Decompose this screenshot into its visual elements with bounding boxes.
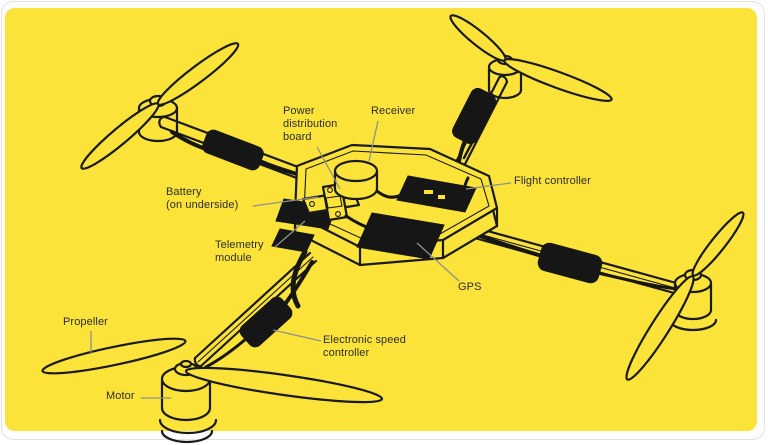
label-gps: GPS — [458, 281, 482, 294]
label-line: GPS — [458, 281, 482, 293]
propeller-bottom-right — [625, 211, 745, 381]
label-line: (on underside) — [166, 199, 239, 211]
label-line: board — [283, 131, 312, 143]
label-electronic-speed-controller: Electronic speed controller — [323, 334, 406, 360]
propeller-top-right — [449, 14, 613, 102]
label-battery: Battery (on underside) — [166, 186, 238, 212]
label-line: Power — [283, 105, 315, 117]
label-line: Motor — [106, 390, 135, 402]
label-power-distribution-board: Power distribution board — [283, 105, 337, 144]
flight-controller-box — [396, 175, 477, 213]
label-line: Battery — [166, 186, 202, 198]
label-line: module — [215, 252, 252, 264]
label-receiver: Receiver — [371, 105, 415, 118]
leader-lines — [90, 120, 512, 399]
propeller-bottom-left — [41, 337, 384, 404]
centre-wiring — [290, 176, 470, 309]
receiver-dome — [333, 159, 379, 201]
label-flight-controller: Flight controller — [514, 175, 591, 188]
label-line: Receiver — [371, 105, 416, 117]
esc-bottom-right — [537, 242, 603, 284]
label-line: controller — [323, 347, 370, 359]
label-motor: Motor — [106, 390, 135, 403]
propeller-top-left — [80, 42, 240, 170]
label-line: Telemetry — [215, 239, 264, 251]
label-line: Flight controller — [514, 175, 591, 187]
label-line: Electronic speed — [323, 334, 406, 346]
label-propeller: Propeller — [63, 316, 108, 329]
label-telemetry-module: Telemetry module — [215, 239, 264, 265]
label-line: Propeller — [63, 316, 108, 328]
label-line: distribution — [283, 118, 338, 130]
